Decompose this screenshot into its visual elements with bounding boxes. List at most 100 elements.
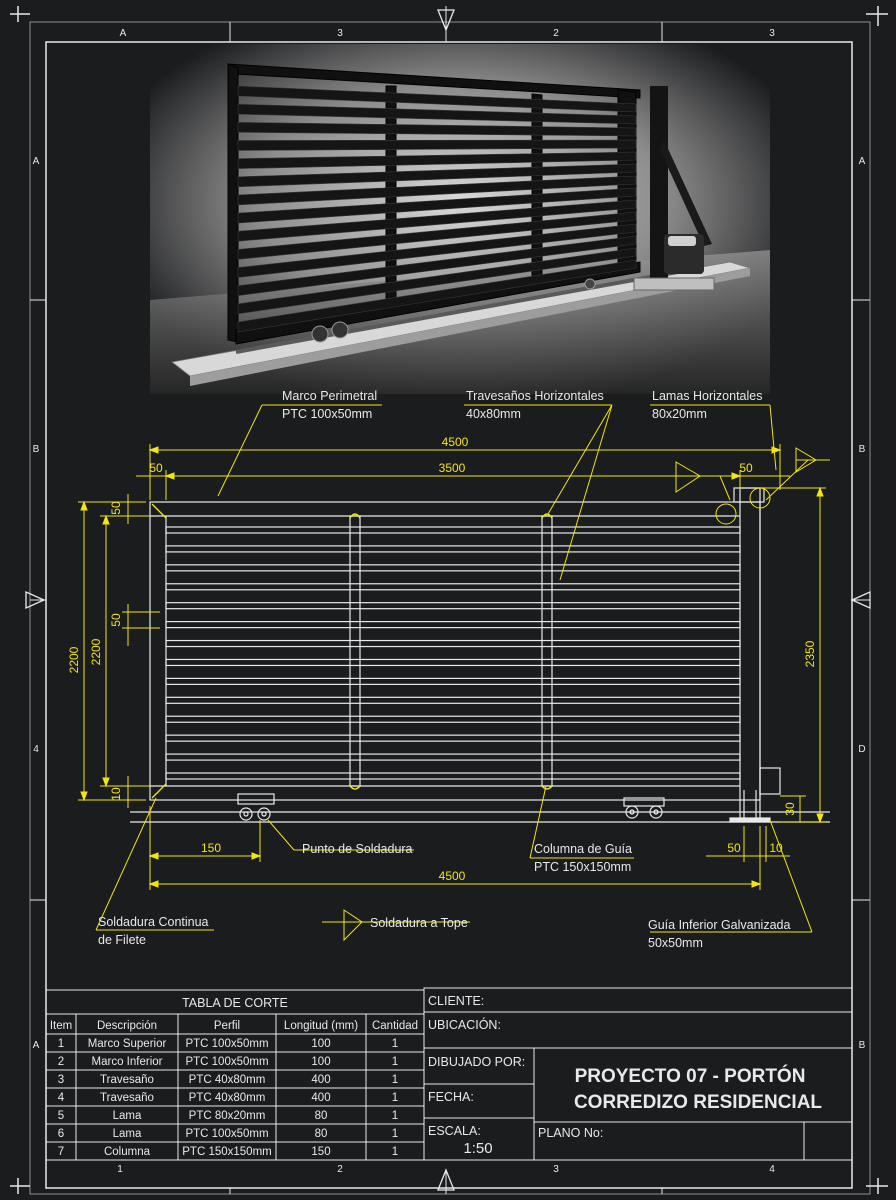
cut-table-cell: Travesaño	[100, 1074, 154, 1086]
render-slat	[237, 103, 637, 125]
render-slat	[237, 247, 637, 315]
render-slat	[237, 199, 637, 242]
title-block-cliente: CLIENTE:	[428, 994, 484, 1008]
cut-table-header-perfil: Perfil	[214, 1020, 240, 1032]
callout-labels: Marco Perimetral PTC 100x50mm Travesaños…	[98, 389, 790, 950]
cut-table-cell: Lama	[113, 1128, 142, 1140]
title-block-dibujado: DIBUJADO POR:	[428, 1055, 525, 1069]
callout-travesanos-title: Travesaños Horizontales	[466, 389, 604, 403]
elevation-slats	[165, 526, 741, 780]
cut-table-cell: PTC 100x50mm	[185, 1038, 268, 1050]
dim-total-height: 2200	[67, 646, 81, 673]
cut-table-cell: PTC 100x50mm	[185, 1056, 268, 1068]
elevation-slat	[165, 621, 741, 629]
cut-table-cell: Lama	[113, 1110, 142, 1122]
cut-table-cell: Marco Inferior	[92, 1056, 163, 1068]
elevation-slat	[165, 564, 741, 572]
travesano-1	[349, 515, 361, 787]
cut-table-cell: PTC 100x50mm	[185, 1128, 268, 1140]
elevation-slat	[165, 696, 741, 704]
zone-right-4: B	[859, 1040, 866, 1051]
render-slats	[237, 85, 637, 333]
project-title-line1: PROYECTO 07 - PORTÓN	[575, 1065, 806, 1087]
cut-table-cell: 1	[392, 1074, 398, 1086]
zone-bottom-1: 1	[117, 1164, 123, 1175]
callout-filete-line2: de Filete	[98, 933, 146, 947]
cut-table-cell: 100	[311, 1056, 330, 1068]
callout-guia-title: Guía Inferior Galvanizada	[648, 918, 790, 932]
cut-table-header-longitud: Longitud (mm)	[284, 1020, 358, 1032]
cut-table-cell: 100	[311, 1038, 330, 1050]
callout-filete-line1: Soldadura Continua	[98, 915, 209, 929]
callout-columna-spec: PTC 150x150mm	[534, 860, 631, 874]
dim-column-gap: 10	[769, 841, 783, 855]
cut-table-title: TABLA DE CORTE	[182, 996, 288, 1010]
elevation-slat	[165, 639, 741, 648]
title-block: CLIENTE: UBICACIÓN: DIBUJADO POR: FECHA:…	[423, 987, 853, 1161]
zone-left-1: A	[33, 156, 40, 167]
callout-columna-title: Columna de Guía	[534, 842, 632, 856]
callout-tope: Soldadura a Tope	[370, 916, 468, 930]
zone-left-4: A	[33, 1040, 40, 1051]
callout-marco-title: Marco Perimetral	[282, 389, 377, 403]
zone-right-3: D	[858, 744, 865, 755]
zone-top-4: 3	[769, 28, 775, 39]
zone-right-2: B	[859, 444, 866, 455]
zone-top-3: 2	[553, 28, 559, 39]
render-slat	[237, 187, 637, 224]
zone-bottom-3: 3	[553, 1164, 559, 1175]
elevation-slat	[165, 658, 741, 667]
render-slat	[237, 235, 637, 297]
zone-top-2: 3	[337, 28, 343, 39]
callout-lamas-spec: 80x20mm	[652, 407, 707, 421]
cut-table-cell: 1	[58, 1038, 64, 1050]
cut-table-cell: 400	[311, 1092, 330, 1104]
cut-table-cell: 1	[392, 1038, 398, 1050]
zone-bottom-2: 2	[337, 1164, 343, 1175]
cut-table-cell: 80	[315, 1110, 328, 1122]
callout-punto-soldadura: Punto de Soldadura	[302, 842, 413, 856]
cut-table-cell: 1	[392, 1146, 398, 1158]
render-slat	[237, 151, 637, 169]
render-slat	[237, 139, 637, 151]
cut-table-cell: 1	[392, 1110, 398, 1122]
cut-table-cell: 4	[58, 1092, 65, 1104]
title-block-plano: PLANO No:	[538, 1126, 603, 1140]
zone-left-2: B	[33, 444, 40, 455]
travesano-2	[541, 515, 553, 787]
cut-table-cell: PTC 40x80mm	[189, 1074, 266, 1086]
zone-left-3: 4	[33, 744, 39, 755]
elevation-slat	[165, 545, 741, 553]
cut-table-cell: 6	[58, 1128, 64, 1140]
dim-inner-width: 3500	[439, 461, 466, 475]
cut-table-cell: 1	[392, 1128, 398, 1140]
cut-table-cell: 5	[58, 1110, 64, 1122]
elevation-slat	[165, 602, 741, 610]
dim-column-w: 50	[727, 841, 741, 855]
dim-column-height: 2350	[803, 640, 817, 667]
sheet-frame	[10, 6, 888, 1195]
callout-lamas-title: Lamas Horizontales	[652, 389, 762, 403]
elevation-slat	[165, 753, 741, 761]
cut-table-cell: 80	[315, 1128, 328, 1140]
gate-elevation	[130, 487, 830, 823]
cut-table-cell: PTC 150x150mm	[182, 1146, 271, 1158]
dim-right-offset: 50	[739, 461, 753, 475]
cut-table-cell: 1	[392, 1056, 398, 1068]
cut-table-header-item: Item	[50, 1020, 72, 1032]
render-slat	[237, 211, 637, 260]
cut-table-cell: 2	[58, 1056, 64, 1068]
zone-right-1: A	[859, 156, 866, 167]
perimeter-frame	[149, 501, 761, 801]
cut-table-header-cantidad: Cantidad	[372, 1020, 418, 1032]
cut-table-cell: 7	[58, 1146, 64, 1158]
dim-inner-height: 2200	[89, 638, 103, 665]
dim-bottom-band: 10	[109, 787, 123, 801]
cut-table-cell: 3	[58, 1074, 64, 1086]
cut-table-cell: 150	[311, 1146, 330, 1158]
render-slat	[237, 259, 637, 333]
cut-table-cell: PTC 40x80mm	[189, 1092, 266, 1104]
dim-rail-height: 30	[783, 802, 797, 816]
render-slat	[237, 122, 637, 137]
